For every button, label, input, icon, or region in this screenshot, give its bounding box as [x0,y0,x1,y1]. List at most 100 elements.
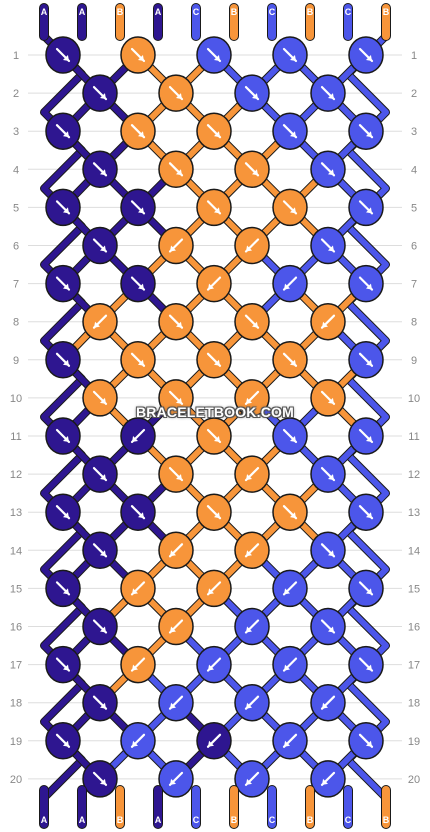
row-label-right: 17 [408,660,420,672]
strand-letter: C [269,815,276,825]
knot [158,683,194,722]
knot-arrow-head [327,169,334,176]
knots [45,36,384,798]
knot [120,36,156,74]
knot-arrow-head [132,740,139,747]
row-label-left: 11 [10,431,21,443]
row-label-right: 16 [408,622,420,634]
strand-letter: C [345,7,352,17]
knot [82,74,118,112]
row-label-left: 15 [10,583,22,595]
knot-arrow-head [213,435,220,442]
knot-arrow-head [246,474,253,481]
knot-arrow-head [284,664,291,671]
strand-letter: A [79,815,86,825]
knot [348,264,384,303]
knot [82,379,118,417]
knot-arrow-head [289,131,296,138]
knot-arrow-head [284,283,291,290]
knot-arrow-head [213,512,220,519]
knot-arrow-head [62,131,69,138]
knot [82,302,118,341]
knot-arrow-head [322,778,329,785]
knot-arrow-head [99,702,106,709]
knot [272,36,308,74]
knot-arrow-head [175,169,182,176]
knot [196,645,232,684]
knot [310,683,346,722]
row-label-left: 9 [13,355,19,367]
knot [82,760,118,798]
knot [45,264,81,303]
strand-letter: A [155,815,162,825]
knot-arrow-head [99,93,106,100]
knot-arrow-head [62,435,69,442]
knot [234,531,270,570]
strand-letter: B [383,815,390,825]
knot [120,722,156,760]
knot-arrow-head [327,626,334,633]
row-label-left: 18 [10,698,22,710]
knot [45,417,81,455]
row-label-right: 6 [411,241,417,253]
knot-arrow-head [365,131,372,138]
row-label-left: 5 [13,202,19,214]
row-label-right: 14 [408,545,420,557]
knot-arrow-head [208,664,215,671]
knot-arrow-head [289,512,296,519]
knot-arrow-head [137,207,144,214]
row-label-left: 16 [10,622,22,634]
knot-arrow-head [327,397,334,404]
knot [45,722,81,760]
knot-arrow-head [62,283,69,290]
knot-arrow-head [137,54,144,61]
knot-arrow-head [170,778,177,785]
knot-arrow-head [132,664,139,671]
knot-arrow-head [62,664,69,671]
knot-arrow-head [99,626,106,633]
knot [82,531,118,570]
strand-letter: A [41,7,48,17]
strand-letter: C [193,815,200,825]
knot [272,417,308,455]
knot [120,493,156,531]
knot [196,36,232,74]
knot [45,341,81,379]
knot-arrow-head [246,245,253,252]
knot-arrow-head [62,359,69,366]
knot-arrow-head [365,359,372,366]
knot-arrow-head [327,550,334,557]
row-label-left: 10 [10,393,22,405]
row-label-left: 1 [13,50,19,62]
knot [82,226,118,265]
knot [234,74,270,112]
knot [158,607,194,646]
knot-arrow-head [99,397,106,404]
knot [234,150,270,189]
knot [310,226,346,265]
row-label-right: 4 [411,164,417,176]
knot [82,455,118,493]
knot-arrow-head [213,131,220,138]
row-label-left: 13 [10,507,22,519]
knot [196,341,232,379]
row-label-right: 20 [408,774,420,786]
knot-arrow-head [327,245,334,252]
row-label-right: 2 [411,88,417,100]
knot-arrow-head [365,54,372,61]
knot [348,417,384,455]
knot [196,569,232,608]
knot-arrow-head [132,435,139,442]
knot-arrow-head [208,283,215,290]
knot [234,379,270,417]
knot-arrow-head [175,93,182,100]
row-label-left: 3 [13,126,19,138]
knot [158,760,194,798]
knot [82,683,118,722]
knot-arrow-head [62,54,69,61]
knot-arrow-head [246,397,253,404]
knot [120,341,156,379]
